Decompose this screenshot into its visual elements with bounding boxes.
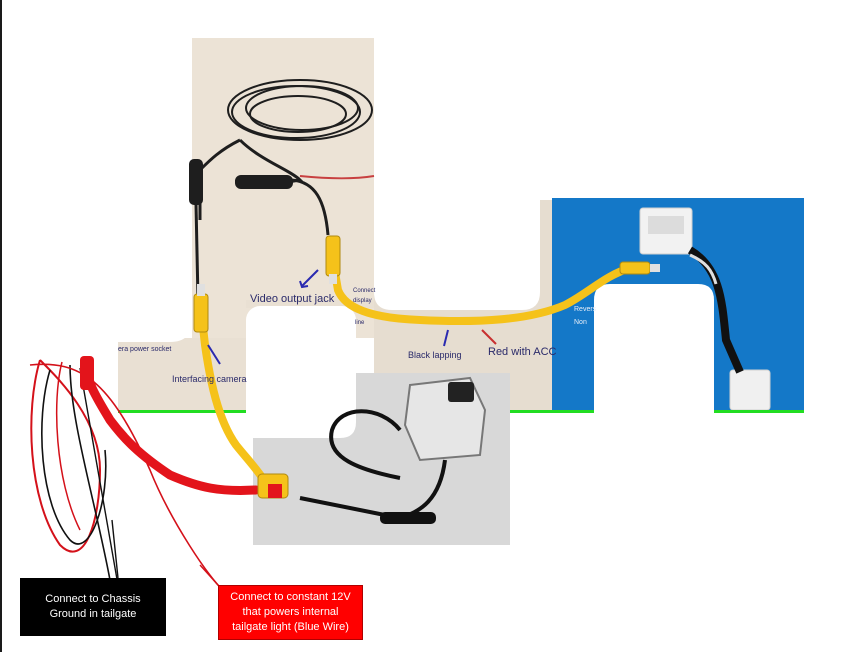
power-pointer-line (199, 564, 219, 586)
arrow-icon (207, 344, 221, 365)
ground-callout-line: Connect to Chassis (45, 593, 141, 605)
arrow-icon (481, 329, 497, 345)
ground-callout-box: Connect to Chassis Ground in tailgate (20, 578, 166, 636)
label-non: Non (574, 319, 587, 326)
power-callout-box: Connect to constant 12V that powers inte… (218, 585, 363, 640)
red-power-coil (29, 359, 226, 593)
arrow-icon (443, 329, 449, 347)
label-red-with-acc: Red with ACC (488, 346, 557, 358)
ground-callout-line: Ground in tailgate (49, 608, 137, 620)
white-notch (246, 306, 356, 438)
power-callout-line: that powers internal (242, 606, 339, 618)
yellow-traced-wire-right (328, 251, 634, 326)
label-camera-power-socket: era power socket (118, 346, 171, 353)
label-interfacing-camera: Interfacing camera (172, 374, 247, 384)
label-connect-display-3: line (355, 320, 365, 326)
power-callout-line: Connect to constant 12V (230, 591, 351, 603)
white-gap-blue-panel (594, 409, 714, 415)
coiled-black-cable (189, 79, 375, 301)
white-gap-under-notch (246, 409, 356, 415)
label-reverse: Revers (574, 306, 597, 313)
red-wire-plug (80, 356, 94, 390)
label-video-output-jack: Video output jack (250, 293, 335, 305)
rca-plug-left (193, 284, 209, 333)
rca-plug-top (325, 235, 341, 284)
ground-pointer-line (111, 519, 119, 579)
camera-photo (253, 373, 510, 545)
arrow-icon (299, 280, 309, 289)
left-border (0, 0, 2, 652)
rca-plug-camera (257, 473, 289, 499)
red-traced-wire (82, 357, 261, 495)
rca-plug-blue-panel (619, 261, 660, 275)
label-connect-display-1: Connect (353, 288, 376, 294)
arrow-icon (301, 269, 319, 287)
label-black-lapping: Black lapping (408, 350, 462, 360)
yellow-traced-wire-left (196, 296, 272, 490)
label-connect-display-2: display (353, 298, 372, 304)
blue-connector-photo (374, 38, 804, 412)
power-callout-line: tailgate light (Blue Wire) (232, 621, 349, 633)
